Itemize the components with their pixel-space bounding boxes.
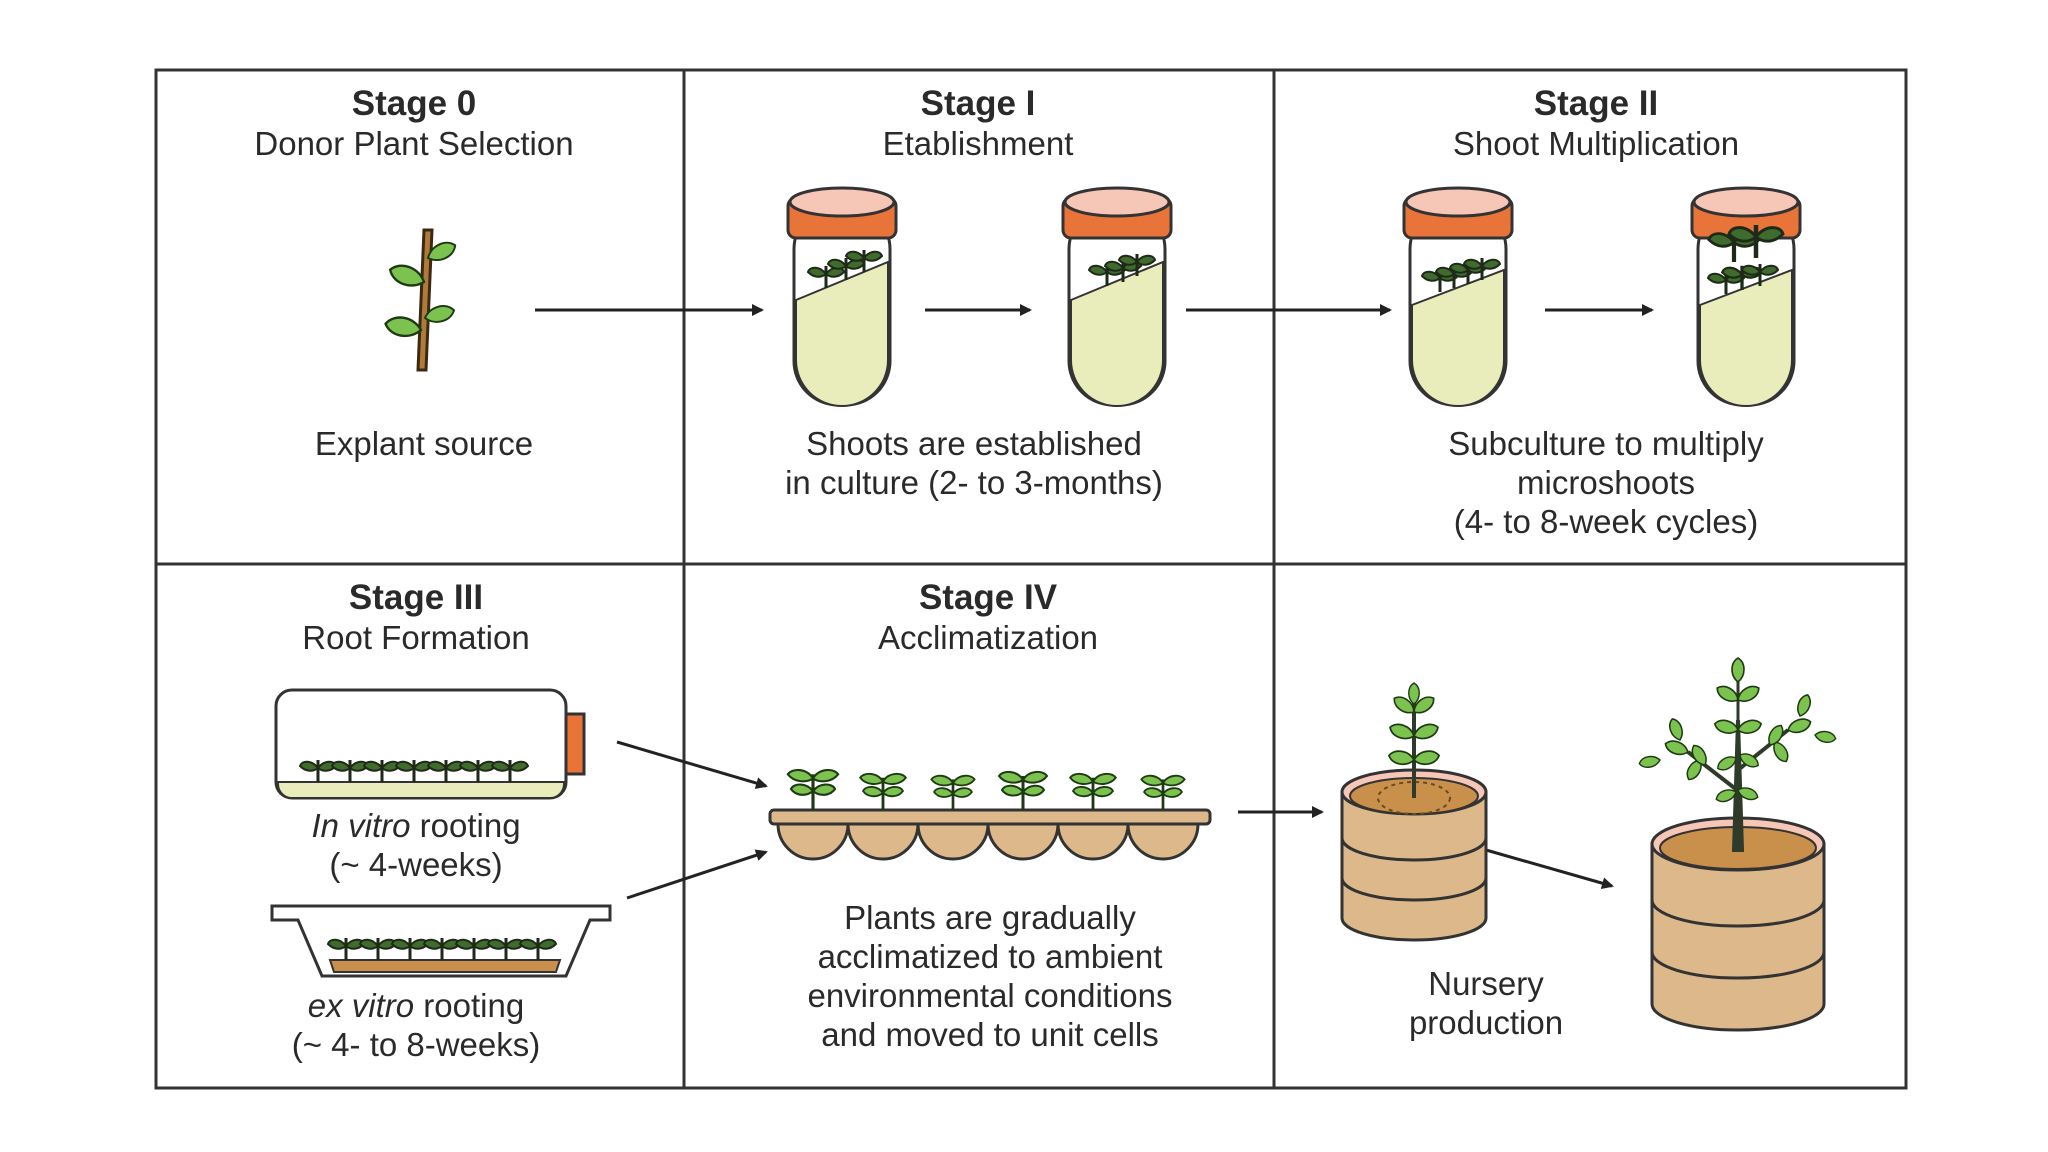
stage2-caption-line1: Subculture to multiply xyxy=(1448,425,1764,462)
in-vitro-box-icon xyxy=(274,688,586,800)
in-vitro-label: In vitro rooting xyxy=(311,807,521,844)
stage2-subtitle: Shoot Multiplication xyxy=(1452,125,1740,162)
nursery-caption-line1: Nursery xyxy=(1428,965,1544,1002)
panel-grid xyxy=(154,68,1908,1090)
stage0-title: Stage 0 xyxy=(351,84,477,123)
culture-tube-icon xyxy=(786,186,1802,407)
stage4-caption-line1: Plants are gradually xyxy=(844,899,1136,936)
stage2-caption-line2: microshoots xyxy=(1517,464,1695,501)
stage2-title: Stage II xyxy=(1533,84,1659,123)
stage3-title: Stage III xyxy=(348,578,484,617)
ex-vitro-label: ex vitro rooting xyxy=(307,987,525,1024)
stage3-subtitle: Root Formation xyxy=(302,619,530,656)
stage4-caption-line2: acclimatized to ambient xyxy=(817,938,1163,975)
nursery-tree-icon xyxy=(1637,657,1838,1032)
stage4-title: Stage IV xyxy=(918,578,1058,617)
stage1-caption-line2: in culture (2- to 3-months) xyxy=(785,464,1163,501)
seedling-tray-icon xyxy=(768,768,1212,861)
stage1-caption-line1: Shoots are established xyxy=(806,425,1142,462)
stage4-caption-line3: environmental conditions xyxy=(807,977,1173,1014)
ex-vitro-duration: (~ 4- to 8-weeks) xyxy=(291,1026,541,1063)
in-vitro-duration: (~ 4-weeks) xyxy=(329,846,503,883)
stage1-title: Stage I xyxy=(920,84,1036,123)
nursery-pot-icon xyxy=(1340,682,1488,942)
stage4-subtitle: Acclimatization xyxy=(877,619,1099,656)
stage0-caption: Explant source xyxy=(314,425,534,462)
ex-vitro-tray-icon xyxy=(270,904,612,978)
arrow-icon xyxy=(535,304,1654,900)
plant-cutting-icon xyxy=(382,228,460,372)
stage4-caption-line4: and moved to unit cells xyxy=(821,1016,1159,1053)
stage1-subtitle: Etablishment xyxy=(882,125,1074,162)
nursery-caption-line2: production xyxy=(1408,1004,1564,1041)
stage2-caption-line3: (4- to 8-week cycles) xyxy=(1453,503,1759,540)
stage0-subtitle: Donor Plant Selection xyxy=(254,125,574,162)
